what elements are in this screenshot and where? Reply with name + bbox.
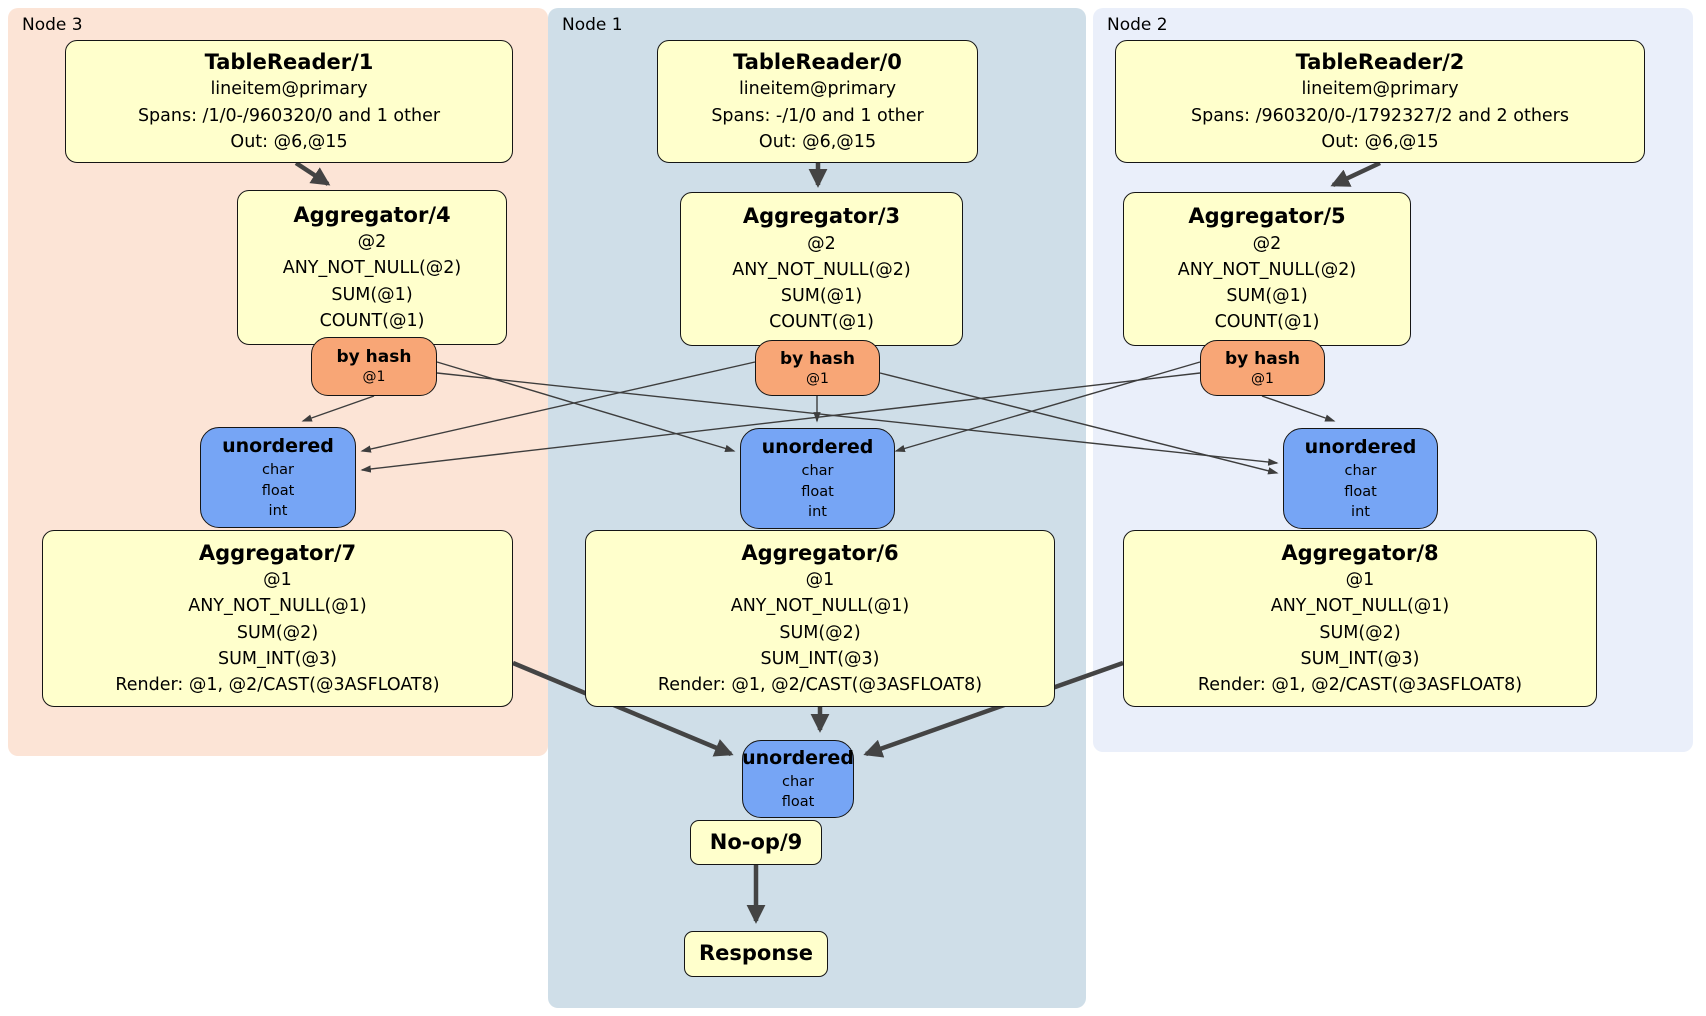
op-detail-line: Spans: /1/0-/960320/0 and 1 other	[137, 105, 441, 126]
hash-router-node2: by hash @1	[1200, 340, 1325, 396]
aggregator-3-title: Aggregator/3	[742, 204, 901, 229]
aggregator-5-box: Aggregator/5 @2 ANY_NOT_NULL(@2) SUM(@1)…	[1123, 192, 1411, 346]
router-detail: @1	[806, 370, 829, 387]
op-detail-line: SUM(@2)	[236, 622, 319, 643]
op-detail-line: Render: @1, @2/CAST(@3ASFLOAT8)	[657, 675, 983, 696]
aggregator-7-title: Aggregator/7	[198, 540, 357, 565]
op-detail-line: SUM(@2)	[779, 622, 861, 643]
sync-title: unordered	[1304, 436, 1417, 459]
op-detail-line: ANY_NOT_NULL(@2)	[1177, 259, 1357, 280]
aggregator-4-title: Aggregator/4	[293, 202, 451, 227]
sync-title: unordered	[761, 436, 874, 459]
router-detail: @1	[362, 369, 386, 386]
flow-arrows	[294, 160, 1381, 924]
tablereader-1-box: TableReader/1 lineitem@primary Spans: /1…	[65, 40, 513, 163]
aggregator-5-title: Aggregator/5	[1188, 204, 1346, 229]
aggregator-8-title: Aggregator/8	[1281, 540, 1439, 565]
op-detail-line: COUNT(@1)	[769, 312, 874, 333]
op-detail-line: @2	[807, 233, 836, 254]
tablereader-0-title: TableReader/0	[733, 49, 902, 74]
aggregator-6-box: Aggregator/6 @1 ANY_NOT_NULL(@1) SUM(@2)…	[585, 530, 1055, 707]
op-detail-line: Render: @1, @2/CAST(@3ASFLOAT8)	[115, 675, 440, 696]
sync-stream-type: int	[1351, 504, 1370, 521]
op-detail-line: SUM(@1)	[331, 284, 413, 305]
unordered-sync-final: unordered char float	[742, 740, 854, 818]
op-detail-line: SUM(@2)	[1319, 622, 1401, 643]
op-detail-line: Spans: -/1/0 and 1 other	[711, 105, 924, 126]
node1-label: Node 1	[562, 15, 623, 35]
aggregator-4-box: Aggregator/4 @2 ANY_NOT_NULL(@2) SUM(@1)…	[237, 190, 507, 345]
op-detail-line: Out: @6,@15	[230, 131, 348, 152]
unordered-sync-node2: unordered char float int	[1283, 428, 1438, 529]
op-detail-line: COUNT(@1)	[1214, 312, 1320, 333]
unordered-sync-node1: unordered char float int	[740, 428, 895, 529]
sync-stream-type: char	[781, 773, 814, 790]
aggregator-6-title: Aggregator/6	[741, 540, 899, 565]
sync-stream-type: int	[808, 504, 827, 521]
op-detail-line: COUNT(@1)	[319, 310, 425, 331]
noop-9-box: No-op/9	[690, 820, 822, 865]
op-detail-line: @1	[1345, 570, 1375, 591]
response-box: Response	[684, 931, 828, 977]
aggregator-8-box: Aggregator/8 @1 ANY_NOT_NULL(@1) SUM(@2)…	[1123, 530, 1597, 707]
router-title: by hash	[1225, 348, 1300, 369]
tablereader-1-title: TableReader/1	[204, 49, 374, 74]
op-detail-line: Out: @6,@15	[1321, 131, 1439, 152]
router-detail: @1	[1251, 370, 1274, 387]
tablereader-0-box: TableReader/0 lineitem@primary Spans: -/…	[657, 40, 978, 163]
sync-stream-type: float	[781, 794, 815, 811]
op-detail-line: SUM(@1)	[780, 286, 863, 307]
op-detail-line: @2	[357, 232, 387, 253]
aggregator-3-box: Aggregator/3 @2 ANY_NOT_NULL(@2) SUM(@1)…	[680, 192, 963, 346]
sync-stream-type: char	[801, 462, 834, 479]
sync-stream-type: float	[261, 482, 295, 499]
op-detail-line: ANY_NOT_NULL(@1)	[730, 596, 910, 617]
noop-9-title: No-op/9	[709, 829, 803, 854]
op-detail-line: Render: @1, @2/CAST(@3ASFLOAT8)	[1197, 675, 1523, 696]
sync-stream-type: float	[801, 483, 834, 500]
op-detail-line: lineitem@primary	[738, 79, 897, 100]
op-detail-line: @1	[263, 570, 292, 591]
sync-title: unordered	[742, 747, 854, 770]
tablereader-2-box: TableReader/2 lineitem@primary Spans: /9…	[1115, 40, 1645, 163]
router-title: by hash	[336, 347, 412, 368]
unordered-sync-node3: unordered char float int	[200, 427, 356, 528]
op-detail-line: Spans: /960320/0-/1792327/2 and 2 others	[1190, 105, 1569, 126]
node2-label: Node 2	[1107, 15, 1168, 35]
op-detail-line: ANY_NOT_NULL(@2)	[732, 259, 911, 280]
sync-stream-type: char	[261, 461, 294, 478]
op-detail-line: Out: @6,@15	[758, 131, 877, 152]
sync-stream-type: float	[1344, 483, 1377, 500]
op-detail-line: lineitem@primary	[1301, 79, 1459, 100]
sync-stream-type: char	[1344, 462, 1377, 479]
hash-router-node1: by hash @1	[755, 340, 880, 396]
op-detail-line: SUM(@1)	[1226, 286, 1308, 307]
hash-router-node3: by hash @1	[311, 337, 437, 396]
op-detail-line: SUM_INT(@3)	[218, 648, 337, 669]
response-title: Response	[698, 941, 814, 966]
op-detail-line: SUM_INT(@3)	[760, 648, 880, 669]
op-detail-line: ANY_NOT_NULL(@2)	[282, 258, 462, 279]
op-detail-line: ANY_NOT_NULL(@1)	[188, 596, 367, 617]
op-detail-line: @2	[1252, 233, 1282, 254]
op-detail-line: lineitem@primary	[210, 79, 368, 100]
sync-title: unordered	[222, 435, 334, 458]
op-detail-line: SUM_INT(@3)	[1300, 648, 1420, 669]
op-detail-line: ANY_NOT_NULL(@1)	[1270, 596, 1450, 617]
op-detail-line: @1	[805, 570, 835, 591]
tablereader-2-title: TableReader/2	[1295, 49, 1465, 74]
node3-label: Node 3	[22, 15, 83, 35]
aggregator-7-box: Aggregator/7 @1 ANY_NOT_NULL(@1) SUM(@2)…	[42, 530, 513, 707]
sync-stream-type: int	[268, 503, 288, 520]
router-sync-links	[301, 361, 1336, 475]
router-title: by hash	[780, 348, 855, 369]
